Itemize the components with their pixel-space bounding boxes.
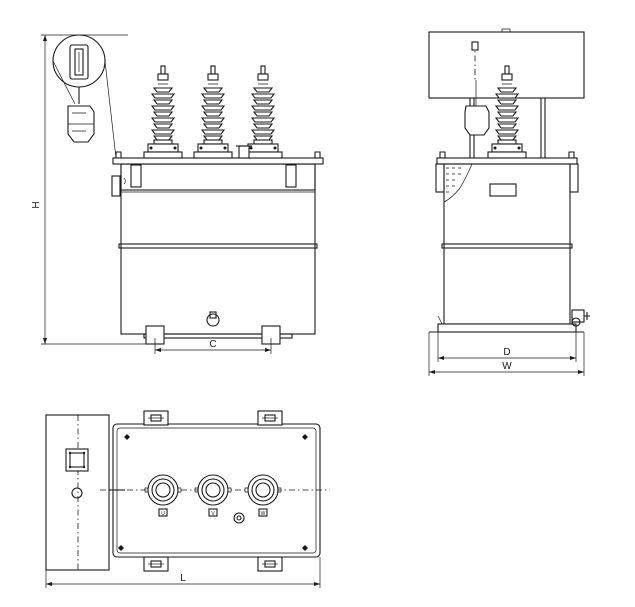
top-bushing-v [194, 474, 232, 506]
bushing-mark-w: W [261, 511, 266, 517]
top-bushing-w [244, 474, 282, 506]
top-bushing-u [144, 474, 182, 506]
dim-c-label: C [209, 339, 216, 350]
dim-w-label: W [502, 361, 512, 372]
dim-h-label: H [31, 201, 42, 208]
hv-bushing-w [243, 65, 283, 159]
top-view: U V W L [45, 410, 330, 588]
hv-bushing-v [193, 65, 233, 159]
side-bushing [487, 65, 527, 159]
bushing-mark-v: V [211, 511, 215, 517]
dim-d-label: D [503, 347, 510, 358]
front-view: H C [31, 34, 324, 354]
hv-bushing-u [143, 65, 183, 159]
side-view: D W [428, 28, 590, 376]
dim-l-label: L [180, 573, 186, 584]
bushing-mark-u: U [161, 511, 165, 517]
